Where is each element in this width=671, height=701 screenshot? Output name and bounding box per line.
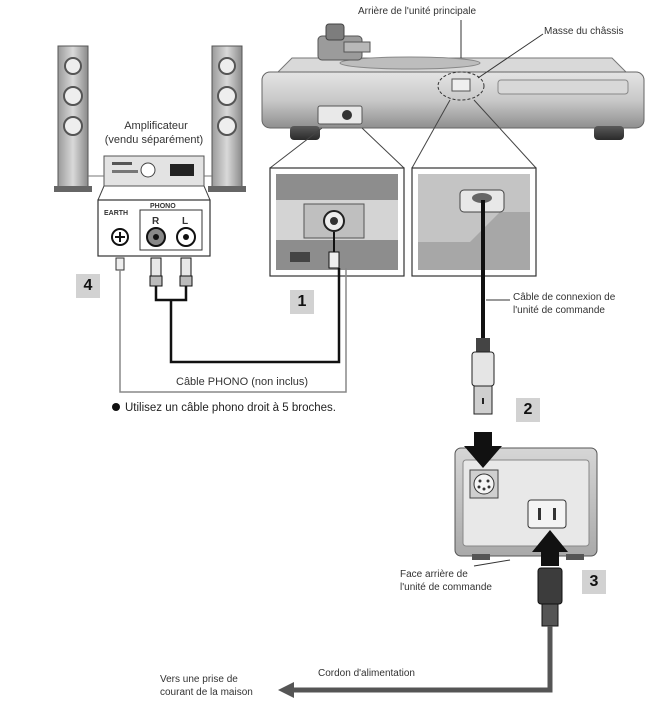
- earth-wire: [115, 257, 347, 393]
- outlet-label-line2: courant de la maison: [160, 687, 253, 698]
- control-connection-cable: [471, 200, 510, 415]
- chassis-ground-label: Masse du châssis: [544, 26, 624, 37]
- earth-terminal-label: EARTH: [104, 210, 129, 217]
- turntable-illustration: [261, 20, 645, 140]
- step-badge-4: 4: [76, 274, 100, 298]
- control-cable-label-line1: Câble de connexion de: [513, 292, 616, 303]
- zoom-chassis-socket: [411, 167, 537, 277]
- left-speaker: [54, 45, 92, 192]
- phono-terminal-label: PHONO: [150, 203, 176, 210]
- right-channel-label: R: [152, 216, 160, 227]
- amplifier-back-panel: [97, 199, 211, 257]
- zoom-phono-jack: [269, 167, 405, 277]
- power-cord: [278, 567, 563, 698]
- main-unit-rear-label: Arrière de l'unité principale: [358, 6, 477, 17]
- left-channel-label: L: [182, 216, 189, 227]
- amplifier-label-line2: (vendu séparément): [104, 134, 204, 146]
- amplifier-illustration: [88, 155, 212, 201]
- step-badge-2: 2: [516, 398, 540, 422]
- step-badge-1: 1: [290, 290, 314, 314]
- phono-cable: [149, 257, 341, 364]
- control-cable-label-line2: l'unité de commande: [513, 305, 605, 316]
- control-unit-illustration: [454, 447, 598, 560]
- bullet-dot: [112, 403, 120, 411]
- control-rear-leader: [473, 559, 511, 567]
- right-speaker: [208, 45, 246, 192]
- phono-cable-note-text: Utilisez un câble phono droit à 5 broche…: [125, 402, 336, 414]
- control-rear-label-line2: l'unité de commande: [400, 582, 492, 593]
- phono-cable-label: Câble PHONO (non inclus): [176, 376, 309, 388]
- power-cord-label: Cordon d'alimentation: [318, 668, 415, 679]
- outlet-label-line1: Vers une prise de: [160, 674, 238, 685]
- zoom-leader-lines: [269, 99, 537, 169]
- control-rear-label-line1: Face arrière de: [400, 569, 468, 580]
- phono-cable-note: Utilisez un câble phono droit à 5 broche…: [112, 402, 336, 414]
- amplifier-label-line1: Amplificateur: [124, 120, 188, 132]
- insert-arrows: [464, 432, 568, 566]
- step-badge-3: 3: [582, 570, 606, 594]
